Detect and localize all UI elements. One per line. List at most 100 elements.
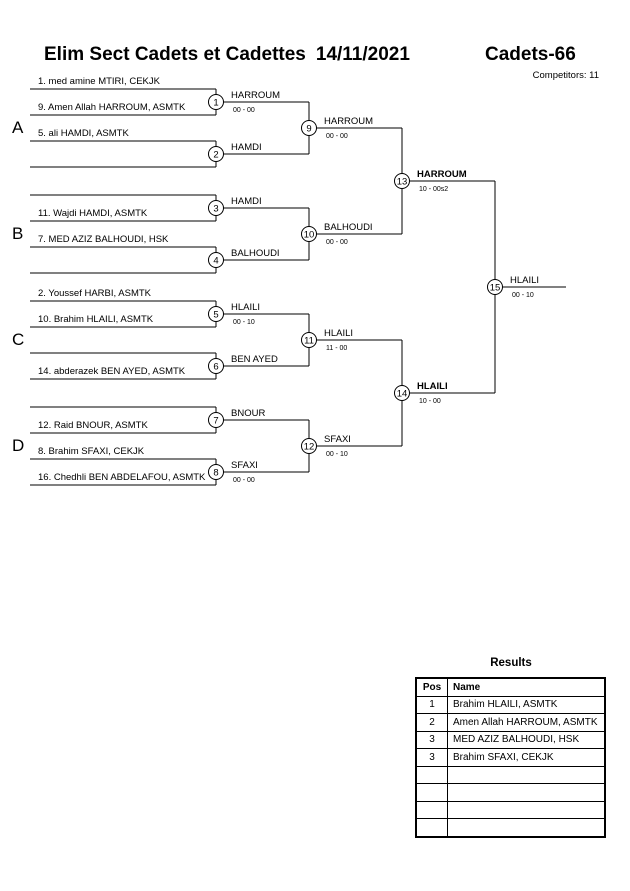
entry-name: 11. Wajdi HAMDI, ASMTK (38, 208, 148, 219)
match-number-badge (301, 226, 317, 242)
match-number-badge (301, 332, 317, 348)
result-name (447, 765, 606, 784)
match-number-badge (208, 464, 224, 480)
match-number: 7 (213, 416, 218, 427)
result-position: 3 (415, 748, 448, 767)
results-header-pos: Pos (415, 677, 448, 697)
results-title: Results (490, 657, 532, 669)
match-winner: BNOUR (231, 408, 265, 419)
result-position: 1 (415, 695, 448, 714)
match-winner: SFAXI (231, 460, 258, 471)
match-number: 14 (397, 389, 408, 400)
match-number: 2 (213, 150, 218, 161)
match-winner: HLAILI (231, 302, 260, 313)
event-name: Elim Sect Cadets et Cadettes (44, 44, 306, 65)
match-winner: HARROUM (324, 116, 373, 127)
event-date: 14/11/2021 (315, 44, 410, 65)
match-winner: HLAILI (417, 381, 448, 392)
result-name (447, 818, 606, 837)
results-row (415, 818, 606, 837)
entry-name: 14. abderazek BEN AYED, ASMTK (38, 366, 186, 377)
match-winner: HAMDI (231, 142, 262, 153)
result-name: MED AZIZ BALHOUDI, HSK (447, 730, 606, 749)
pool-label: C (12, 330, 24, 349)
entry-name: 10. Brahim HLAILI, ASMTK (38, 314, 154, 325)
match-number: 6 (213, 362, 218, 373)
pool-label: B (12, 224, 23, 243)
match-number: 1 (213, 98, 218, 109)
match-number-badge (301, 438, 317, 454)
match-winner: BALHOUDI (324, 222, 373, 233)
pool-label: D (12, 436, 24, 455)
match-score: 10 - 00 (419, 398, 441, 405)
match-score: 00 - 00 (326, 239, 348, 246)
match-number: 8 (213, 468, 218, 479)
match-winner: HLAILI (510, 275, 539, 286)
result-position: 3 (415, 730, 448, 749)
match-number-badge (394, 385, 410, 401)
match-score: 00 - 10 (233, 319, 255, 326)
match-winner: BALHOUDI (231, 248, 280, 259)
match-number-badge (208, 412, 224, 428)
result-name (447, 800, 606, 819)
result-position (415, 800, 448, 819)
match-number-badge (208, 200, 224, 216)
results-header-row: Pos Name (415, 677, 606, 697)
match-number: 9 (306, 124, 311, 135)
match-number-badge (487, 279, 503, 295)
match-score: 10 - 00s2 (419, 186, 448, 193)
result-name (447, 783, 606, 802)
match-number-badge (208, 94, 224, 110)
result-position: 2 (415, 713, 448, 732)
result-position (415, 783, 448, 802)
result-name: Brahim HLAILI, ASMTK (447, 695, 606, 714)
match-number-badge (208, 306, 224, 322)
results-header-name: Name (447, 677, 606, 697)
match-number: 11 (304, 336, 314, 347)
match-number-badge (208, 146, 224, 162)
match-score: 00 - 00 (326, 133, 348, 140)
document-title: Elim Sect Cadets et Cadettes 14/11/2021 (44, 44, 410, 66)
match-score: 00 - 00 (233, 477, 255, 484)
match-winner: HARROUM (417, 169, 467, 180)
entry-name: 2. Youssef HARBI, ASMTK (38, 288, 152, 299)
result-name: Amen Allah HARROUM, ASMTK (447, 713, 606, 732)
results-row (415, 783, 606, 802)
match-number-badge (394, 173, 410, 189)
match-score: 00 - 10 (326, 451, 348, 458)
match-winner: HARROUM (231, 90, 280, 101)
match-number: 5 (213, 310, 218, 321)
match-number: 15 (490, 283, 501, 294)
match-winner: SFAXI (324, 434, 351, 445)
result-name: Brahim SFAXI, CEKJK (447, 748, 606, 767)
entry-name: 12. Raid BNOUR, ASMTK (38, 420, 148, 431)
match-number: 12 (304, 442, 315, 453)
result-position (415, 818, 448, 837)
entry-name: 8. Brahim SFAXI, CEKJK (38, 446, 145, 457)
match-score: 00 - 10 (512, 292, 534, 299)
match-number-badge (208, 252, 224, 268)
result-position (415, 765, 448, 784)
match-number: 13 (397, 177, 408, 188)
entry-name: 5. ali HAMDI, ASMTK (38, 128, 129, 139)
entry-name: 1. med amine MTIRI, CEKJK (38, 76, 161, 87)
pool-label: A (12, 118, 24, 137)
weight-class: Cadets-66 (485, 44, 576, 65)
match-number: 10 (304, 230, 315, 241)
competitor-count: Competitors: 11 (532, 70, 599, 81)
entry-name: 7. MED AZIZ BALHOUDI, HSK (38, 234, 169, 245)
match-winner: HAMDI (231, 196, 262, 207)
results-row (415, 800, 606, 819)
match-number-badge (301, 120, 317, 136)
match-winner: HLAILI (324, 328, 353, 339)
match-number: 4 (213, 256, 218, 267)
match-score: 00 - 00 (233, 107, 255, 114)
match-score: 11 - 00 (326, 345, 347, 352)
